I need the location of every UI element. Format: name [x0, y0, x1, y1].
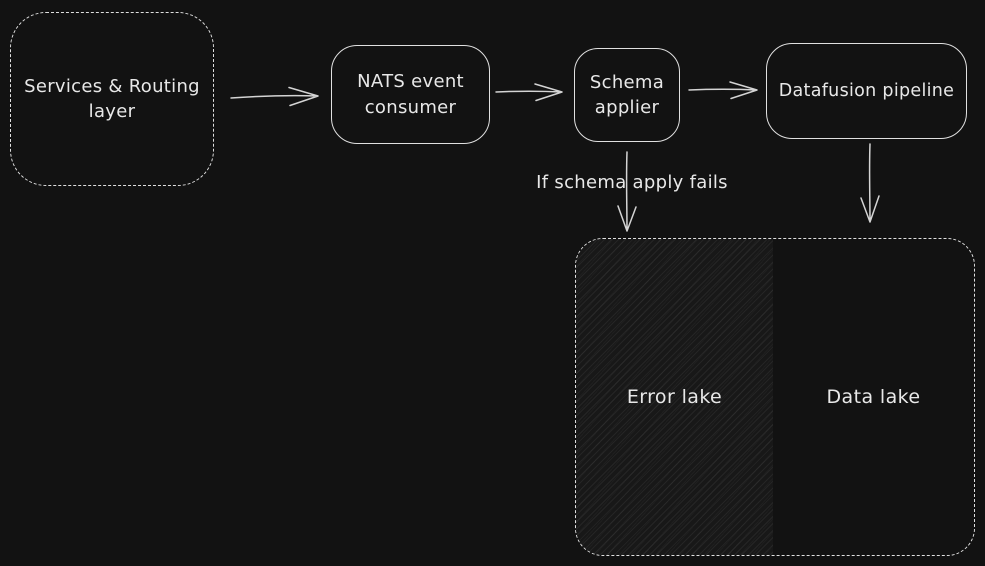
node-label-schema-applier: Schema applier: [589, 71, 665, 118]
node-label-datafusion-pipeline: Datafusion pipeline: [778, 80, 955, 101]
node-data-lake[interactable]: Data lake: [773, 239, 974, 555]
edge-label-if-schema-apply-fails: If schema apply fails: [536, 172, 728, 193]
arrow-schema-to-datafusion[interactable]: [688, 81, 758, 100]
node-lakes-container[interactable]: Error lake Data lake: [575, 238, 975, 556]
node-services-routing-layer[interactable]: Services & Routing layer: [10, 12, 214, 186]
arrow-services-to-nats[interactable]: [230, 86, 319, 107]
node-schema-applier[interactable]: Schema applier: [574, 48, 680, 142]
node-label-data-lake: Data lake: [826, 386, 921, 408]
node-label-error-lake: Error lake: [626, 386, 723, 408]
arrow-datafusion-to-data-lake[interactable]: [860, 143, 880, 223]
arrow-nats-to-schema[interactable]: [495, 83, 563, 102]
node-datafusion-pipeline[interactable]: Datafusion pipeline: [766, 43, 967, 139]
node-label-nats-event-consumer: NATS event consumer: [357, 71, 464, 118]
node-label-services-routing: Services & Routing layer: [24, 75, 200, 122]
node-nats-event-consumer[interactable]: NATS event consumer: [331, 45, 490, 144]
node-error-lake[interactable]: Error lake: [576, 239, 773, 555]
